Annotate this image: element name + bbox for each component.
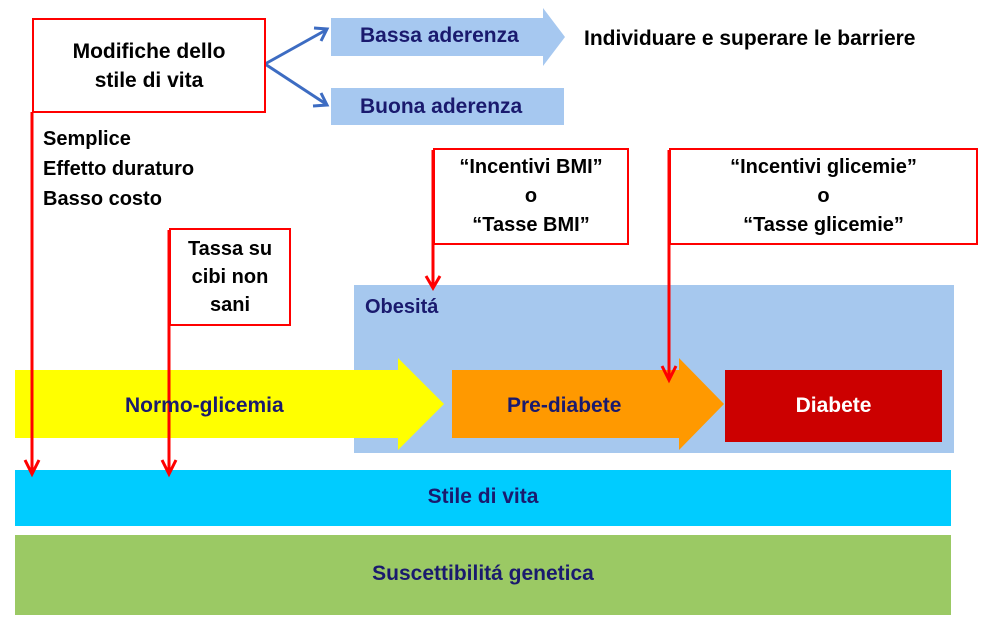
benefit-item: Semplice	[43, 128, 131, 150]
buona-aderenza-label: Buona aderenza	[360, 95, 523, 118]
glicemie-box-line1: “Incentivi glicemie”	[730, 156, 917, 178]
barriers-text: Individuare e superare le barriere	[584, 27, 916, 50]
lifestyle-box: Modifiche dello stile di vita	[32, 18, 266, 113]
diabete-label: Diabete	[795, 394, 872, 417]
pre-diabete-label: Pre-diabete	[507, 394, 622, 417]
buona-aderenza-box	[331, 88, 564, 125]
tax-box: Tassa su cibi non sani	[169, 228, 291, 326]
bmi-box-line2: o	[524, 185, 538, 207]
obesity-label: Obesitá	[365, 296, 439, 318]
diabete-box	[725, 370, 942, 442]
pre-diabete-arrow	[452, 358, 724, 450]
aderenza-connectors	[264, 26, 330, 108]
lifestyle-box-line1: Modifiche dello	[72, 39, 226, 63]
bassa-aderenza-label: Bassa aderenza	[360, 24, 519, 47]
benefit-item: Basso costo	[43, 188, 162, 210]
glicemie-box-line3: “Tasse glicemie”	[743, 214, 904, 236]
benefit-item: Effetto duraturo	[43, 158, 195, 180]
benefits-list: Semplice Effetto duraturo Basso costo	[43, 124, 194, 214]
bassa-aderenza-arrow	[331, 8, 565, 66]
stile-di-vita-bar	[15, 470, 951, 526]
stile-di-vita-label: Stile di vita	[427, 485, 539, 508]
bmi-box-line3: “Tasse BMI”	[472, 214, 590, 236]
normo-glicemia-arrow	[15, 358, 444, 450]
glicemie-box-line2: o	[817, 185, 830, 207]
genetica-bar	[15, 535, 951, 615]
genetica-label: Suscettibilitá genetica	[372, 562, 594, 585]
glicemie-box: “Incentivi glicemie” o “Tasse glicemie”	[669, 148, 978, 245]
lifestyle-box-line2: stile di vita	[94, 68, 204, 92]
tax-box-line3: sani	[209, 294, 251, 316]
bmi-box-line1: “Incentivi BMI”	[459, 156, 603, 178]
tax-box-line2: cibi non	[191, 266, 269, 288]
normo-glicemia-label: Normo-glicemia	[125, 394, 284, 417]
tax-box-line1: Tassa su	[187, 238, 273, 260]
bmi-box: “Incentivi BMI” o “Tasse BMI”	[433, 148, 629, 245]
